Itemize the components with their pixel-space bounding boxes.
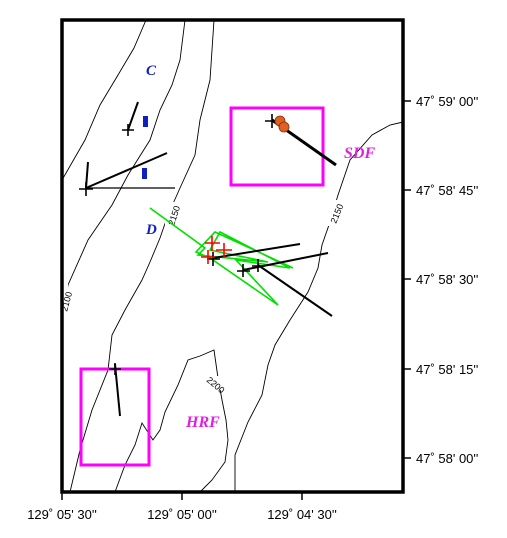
blue-marker [143, 116, 148, 127]
area-label-d: D [145, 222, 157, 238]
blue-marker [142, 168, 147, 179]
latitude-label: 47˚ 58' 45'' [416, 183, 478, 198]
station-cross [252, 259, 265, 272]
depth-contours [61, 19, 404, 493]
latitude-axis [403, 100, 411, 459]
map-frame [60, 18, 405, 494]
blue-markers [142, 116, 148, 179]
red-cross [205, 236, 220, 251]
contour-labels: 2100 2150 2150 2200 [58, 200, 345, 395]
area-label-hrf: HRF [185, 414, 220, 431]
vent-markers [274, 115, 290, 133]
station-cross [237, 264, 250, 277]
longitude-label: 129˚ 05' 30'' [27, 507, 97, 522]
red-cross [216, 243, 232, 258]
contour-line [114, 349, 229, 493]
contour-line [234, 121, 404, 492]
transect-line [242, 252, 329, 271]
transect-line [114, 363, 121, 417]
area-label-sdf: SDF [344, 145, 375, 162]
transect-line [212, 243, 301, 259]
vent-marker [278, 121, 290, 133]
station-cross [207, 252, 220, 266]
red-cross [201, 250, 215, 264]
latitude-label: 47˚ 58' 15'' [416, 362, 478, 377]
transect-line [257, 264, 333, 317]
area-label-c: C [146, 63, 157, 79]
transect-lines [85, 101, 337, 417]
station-crosses [79, 114, 279, 375]
latitude-label: 47˚ 58' 00'' [416, 451, 478, 466]
station-cross [79, 182, 93, 196]
hrf-survey-box [79, 367, 151, 467]
contour-line [69, 19, 215, 493]
red-crosses [201, 236, 232, 264]
latitude-label: 47˚ 59' 00'' [416, 94, 478, 109]
contour-line [61, 19, 147, 181]
longitude-label: 129˚ 04' 30'' [267, 507, 337, 522]
station-cross [109, 363, 121, 375]
longitude-axis [61, 492, 303, 500]
survey-track [149, 207, 294, 306]
sdf-survey-box [229, 106, 325, 187]
latitude-label: 47˚ 58' 30'' [416, 272, 478, 287]
station-cross [122, 124, 134, 136]
contour-line [61, 19, 186, 319]
longitude-label: 129˚ 05' 00'' [147, 507, 217, 522]
transect-line [85, 152, 168, 189]
transect-line [127, 101, 139, 131]
